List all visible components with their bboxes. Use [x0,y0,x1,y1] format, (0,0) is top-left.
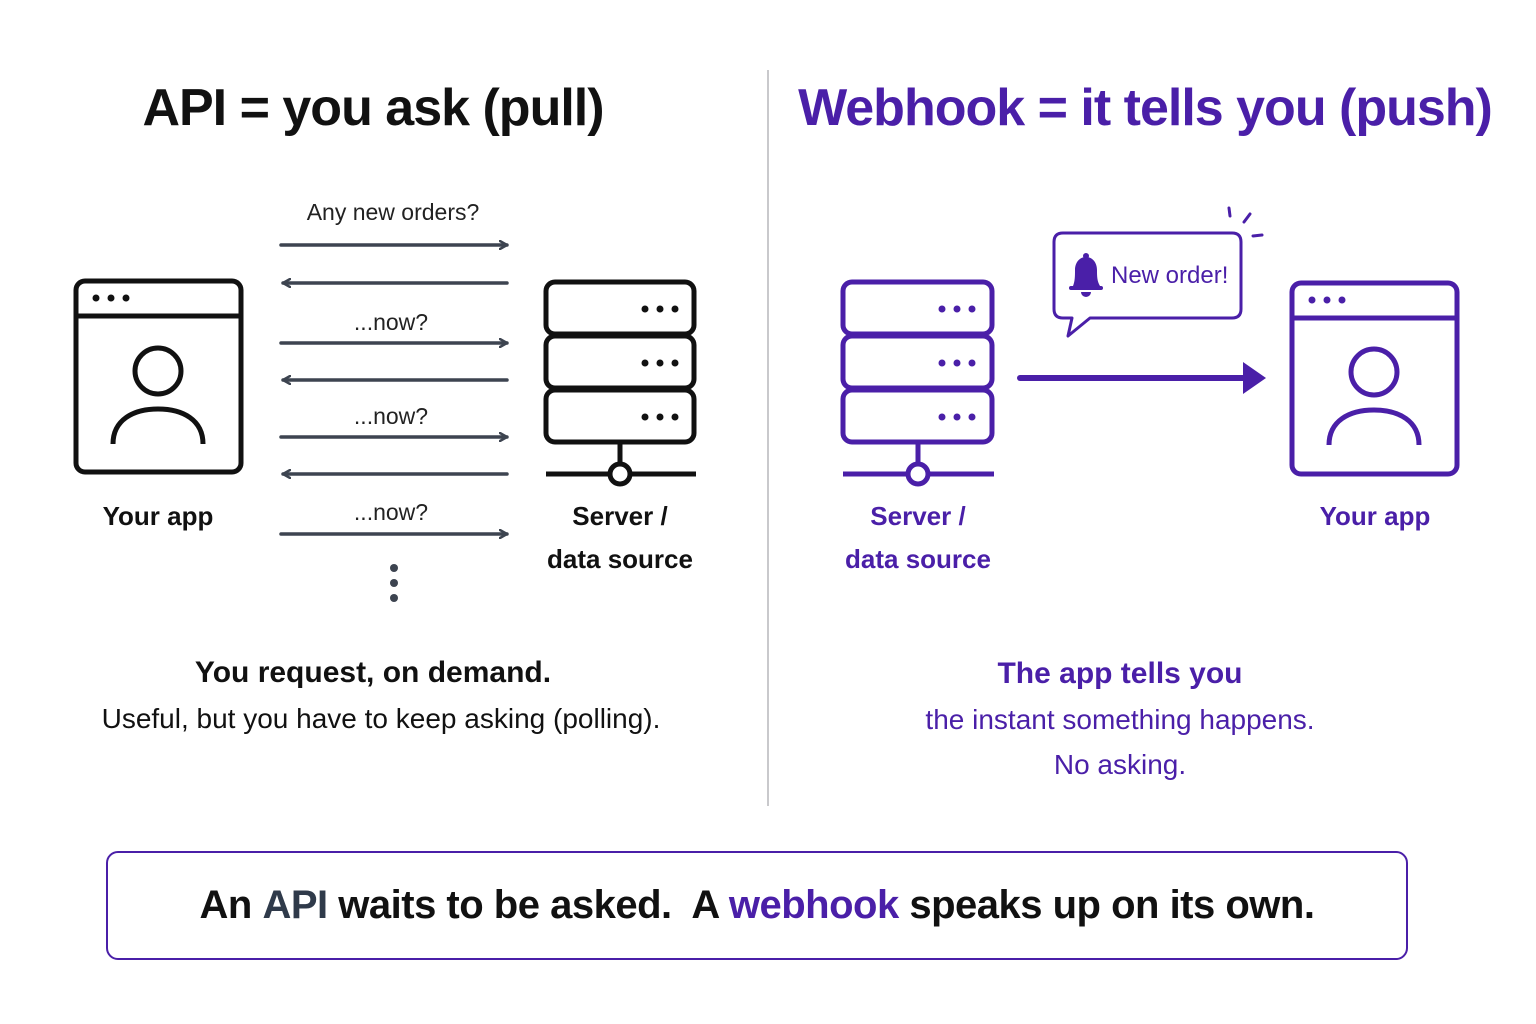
right-caption-line3: No asking. [1053,749,1187,780]
banner-text-3: speaks up on its own. [898,883,1315,927]
bell-icon [1069,253,1103,297]
left-server-label-line1: Server / [572,501,668,531]
banner-webhook-word: webhook [728,883,899,927]
right-server-label-line1: Server / [870,501,966,531]
left-user-icon [110,345,206,445]
left-server-label-line2: data source [547,544,693,574]
polling-arrows [279,245,509,534]
right-caption-bold: The app tells you [997,657,1243,690]
banner-api-word: API [262,883,328,927]
summary-banner: An API waits to be asked. A webhook spea… [106,851,1408,960]
poll-message-4: ...now? [353,499,429,525]
right-server-dots [938,305,976,421]
center-divider [767,70,769,806]
left-server-dots [641,305,679,421]
left-app-label: Your app [102,501,214,531]
right-app-browser-icon [1289,280,1460,477]
left-caption-bold: You request, on demand. [194,656,552,689]
poll-message-1: Any new orders? [306,199,480,225]
banner-text-2: waits to be asked. A [327,883,729,927]
webhook-title: Webhook = it tells you (push) [798,79,1493,137]
bubble-text: New order! [1111,262,1229,289]
push-arrow [1017,362,1266,394]
banner-text-1: An [199,883,263,927]
left-server-icon [543,279,697,487]
right-app-label: Your app [1319,501,1431,531]
speech-bubble-icon [1052,231,1243,338]
left-caption-regular: Useful, but you have to keep asking (pol… [101,703,661,734]
right-user-icon [1326,346,1422,446]
api-title: API = you ask (pull) [142,79,604,137]
poll-message-3: ...now? [353,403,429,429]
right-server-icon [840,279,995,487]
right-server-label-line2: data source [845,544,991,574]
ellipsis-vertical-icon [390,564,398,602]
poll-message-2: ...now? [353,309,429,335]
left-app-browser-icon [73,278,244,475]
notification-sparkle-icon [1227,206,1264,238]
right-caption-line2: the instant something happens. [925,704,1315,735]
